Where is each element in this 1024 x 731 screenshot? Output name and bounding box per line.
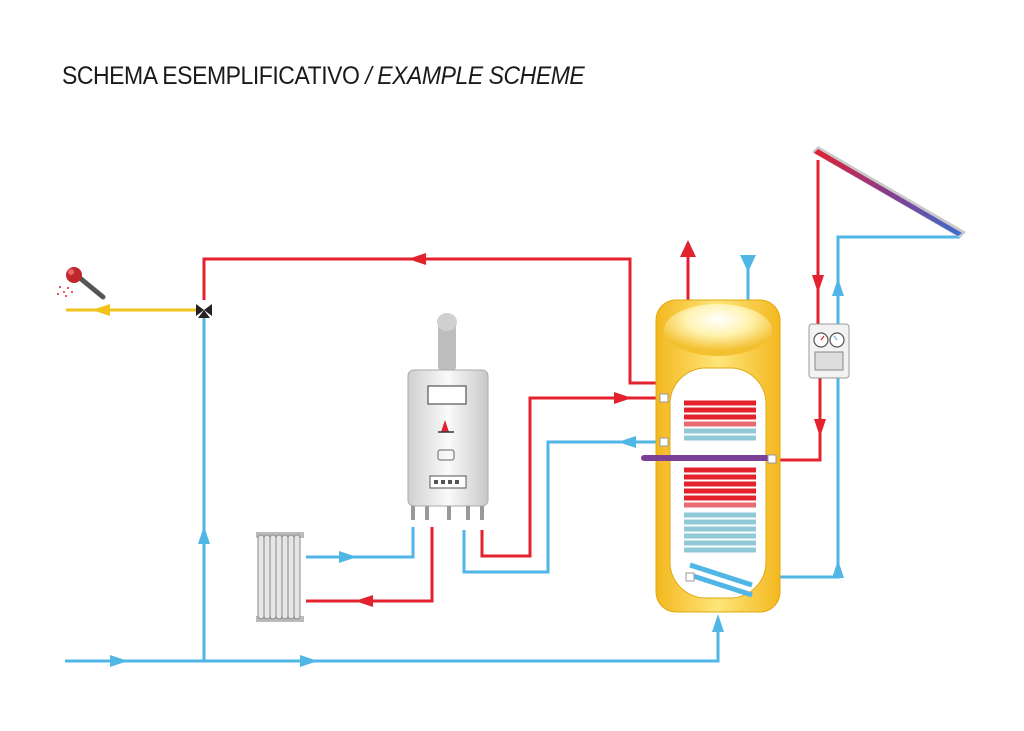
storage-tank-icon [641, 299, 781, 613]
cold-flow-arrows [110, 255, 844, 667]
hot-flow-arrows [355, 240, 826, 607]
lower-coil [684, 467, 756, 598]
mixing-valve-icon [196, 304, 212, 318]
domestic-hot-pipe [66, 304, 200, 316]
radiator-icon [256, 532, 304, 622]
cold-water-pipes [65, 235, 960, 663]
boiler-icon [407, 313, 489, 520]
title-separator: / [365, 62, 372, 90]
upper-coil [684, 400, 756, 441]
solar-pump-station-icon [808, 323, 850, 379]
page-title: SCHEMA ESEMPLIFICATIVO / EXAMPLE SCHEME [62, 62, 585, 91]
hot-water-pipes [202, 160, 822, 603]
solar-collector-icon [812, 146, 966, 238]
title-main: SCHEMA ESEMPLIFICATIVO [62, 62, 360, 90]
title-secondary: EXAMPLE SCHEME [377, 62, 585, 90]
shower-head-icon [57, 267, 106, 300]
